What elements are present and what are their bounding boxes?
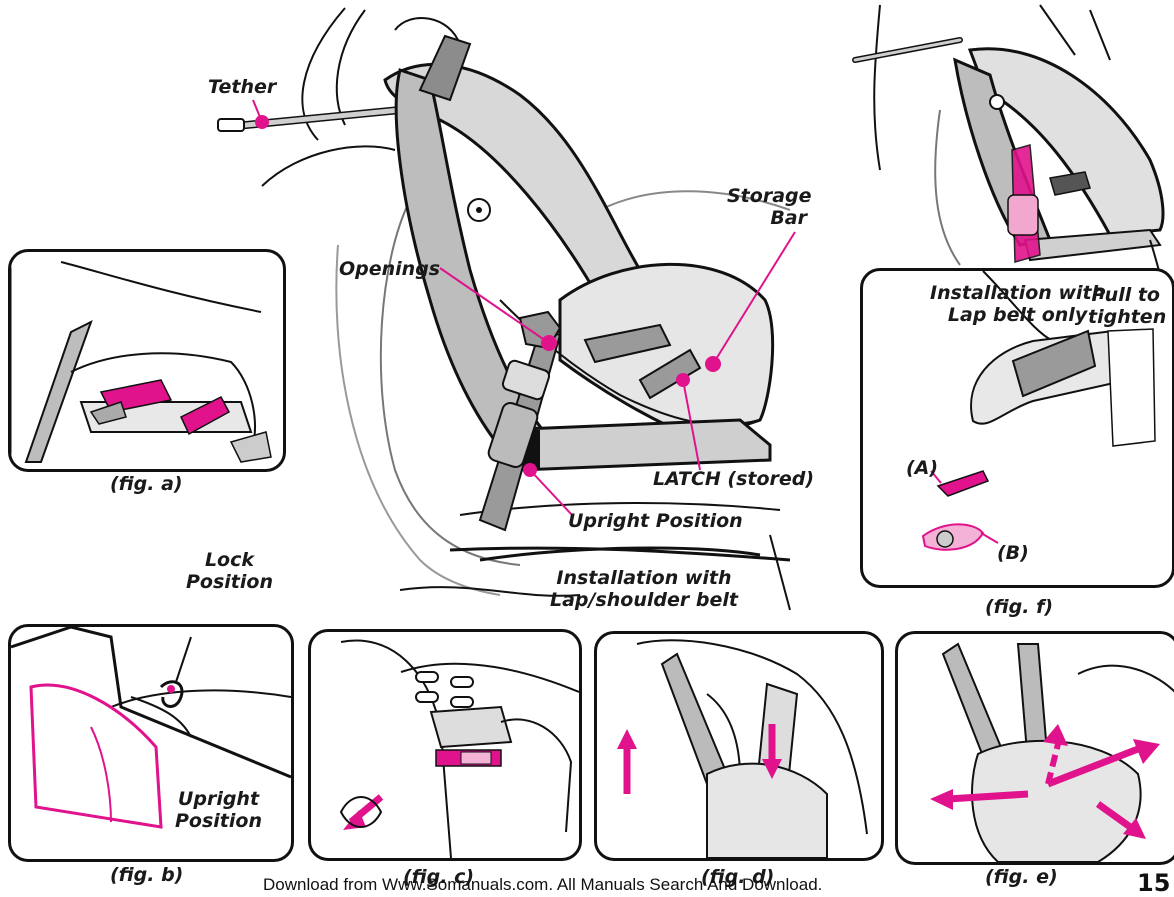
install-lap-only-line-1: Installation with xyxy=(930,282,1105,304)
part-a-label: (A) xyxy=(906,457,938,479)
figure-a-panel xyxy=(8,249,286,472)
openings-label: Openings xyxy=(339,258,440,280)
upright-position-b-line-2: Position xyxy=(175,810,262,832)
upright-position-label: Upright Position xyxy=(568,510,743,532)
pull-to-tighten-line-1: Pull to xyxy=(1088,284,1160,306)
tether-label: Tether xyxy=(208,76,276,98)
figure-c-panel xyxy=(308,629,582,861)
download-footer-text: Download from Www.Somanuals.com. All Man… xyxy=(263,875,822,895)
figure-e-caption: (fig. e) xyxy=(985,866,1058,888)
pull-to-tighten-line-2: tighten xyxy=(1088,306,1160,328)
tether-hook-icon xyxy=(218,119,244,131)
latch-stored-label: LATCH (stored) xyxy=(653,468,814,490)
part-b-label: (B) xyxy=(997,542,1029,564)
figure-e-panel xyxy=(895,631,1174,865)
lock-position-line-2: Position xyxy=(186,571,273,593)
figure-a-illustration xyxy=(11,252,283,469)
install-lap-shoulder-line-2: Lap/shoulder belt xyxy=(550,589,738,611)
figure-b-caption: (fig. b) xyxy=(110,864,183,886)
figure-d-panel xyxy=(594,631,884,861)
figure-a-caption: (fig. a) xyxy=(110,473,183,495)
install-lap-only-label: Installation with Lap belt only xyxy=(930,282,1105,326)
install-lap-shoulder-line-1: Installation with xyxy=(550,567,738,589)
storage-bar-line-1: Storage xyxy=(727,185,807,207)
figure-e-illustration xyxy=(898,634,1174,862)
storage-bar-label: Storage Bar xyxy=(727,185,807,229)
page-number: 15 xyxy=(1137,869,1170,897)
pull-to-tighten-label: Pull to tighten xyxy=(1088,284,1160,328)
figure-d-illustration xyxy=(597,634,881,858)
storage-bar-line-2: Bar xyxy=(727,207,807,229)
lock-position-label: Lock Position xyxy=(186,549,273,593)
install-lap-shoulder-label: Installation with Lap/shoulder belt xyxy=(550,567,738,611)
install-lap-only-line-2: Lap belt only xyxy=(930,304,1105,326)
lock-position-line-1: Lock xyxy=(186,549,273,571)
figure-f-caption: (fig. f) xyxy=(985,596,1053,618)
figure-c-illustration xyxy=(311,632,579,858)
upright-position-b-line-1: Upright xyxy=(175,788,262,810)
upright-position-b-label: Upright Position xyxy=(175,788,262,832)
